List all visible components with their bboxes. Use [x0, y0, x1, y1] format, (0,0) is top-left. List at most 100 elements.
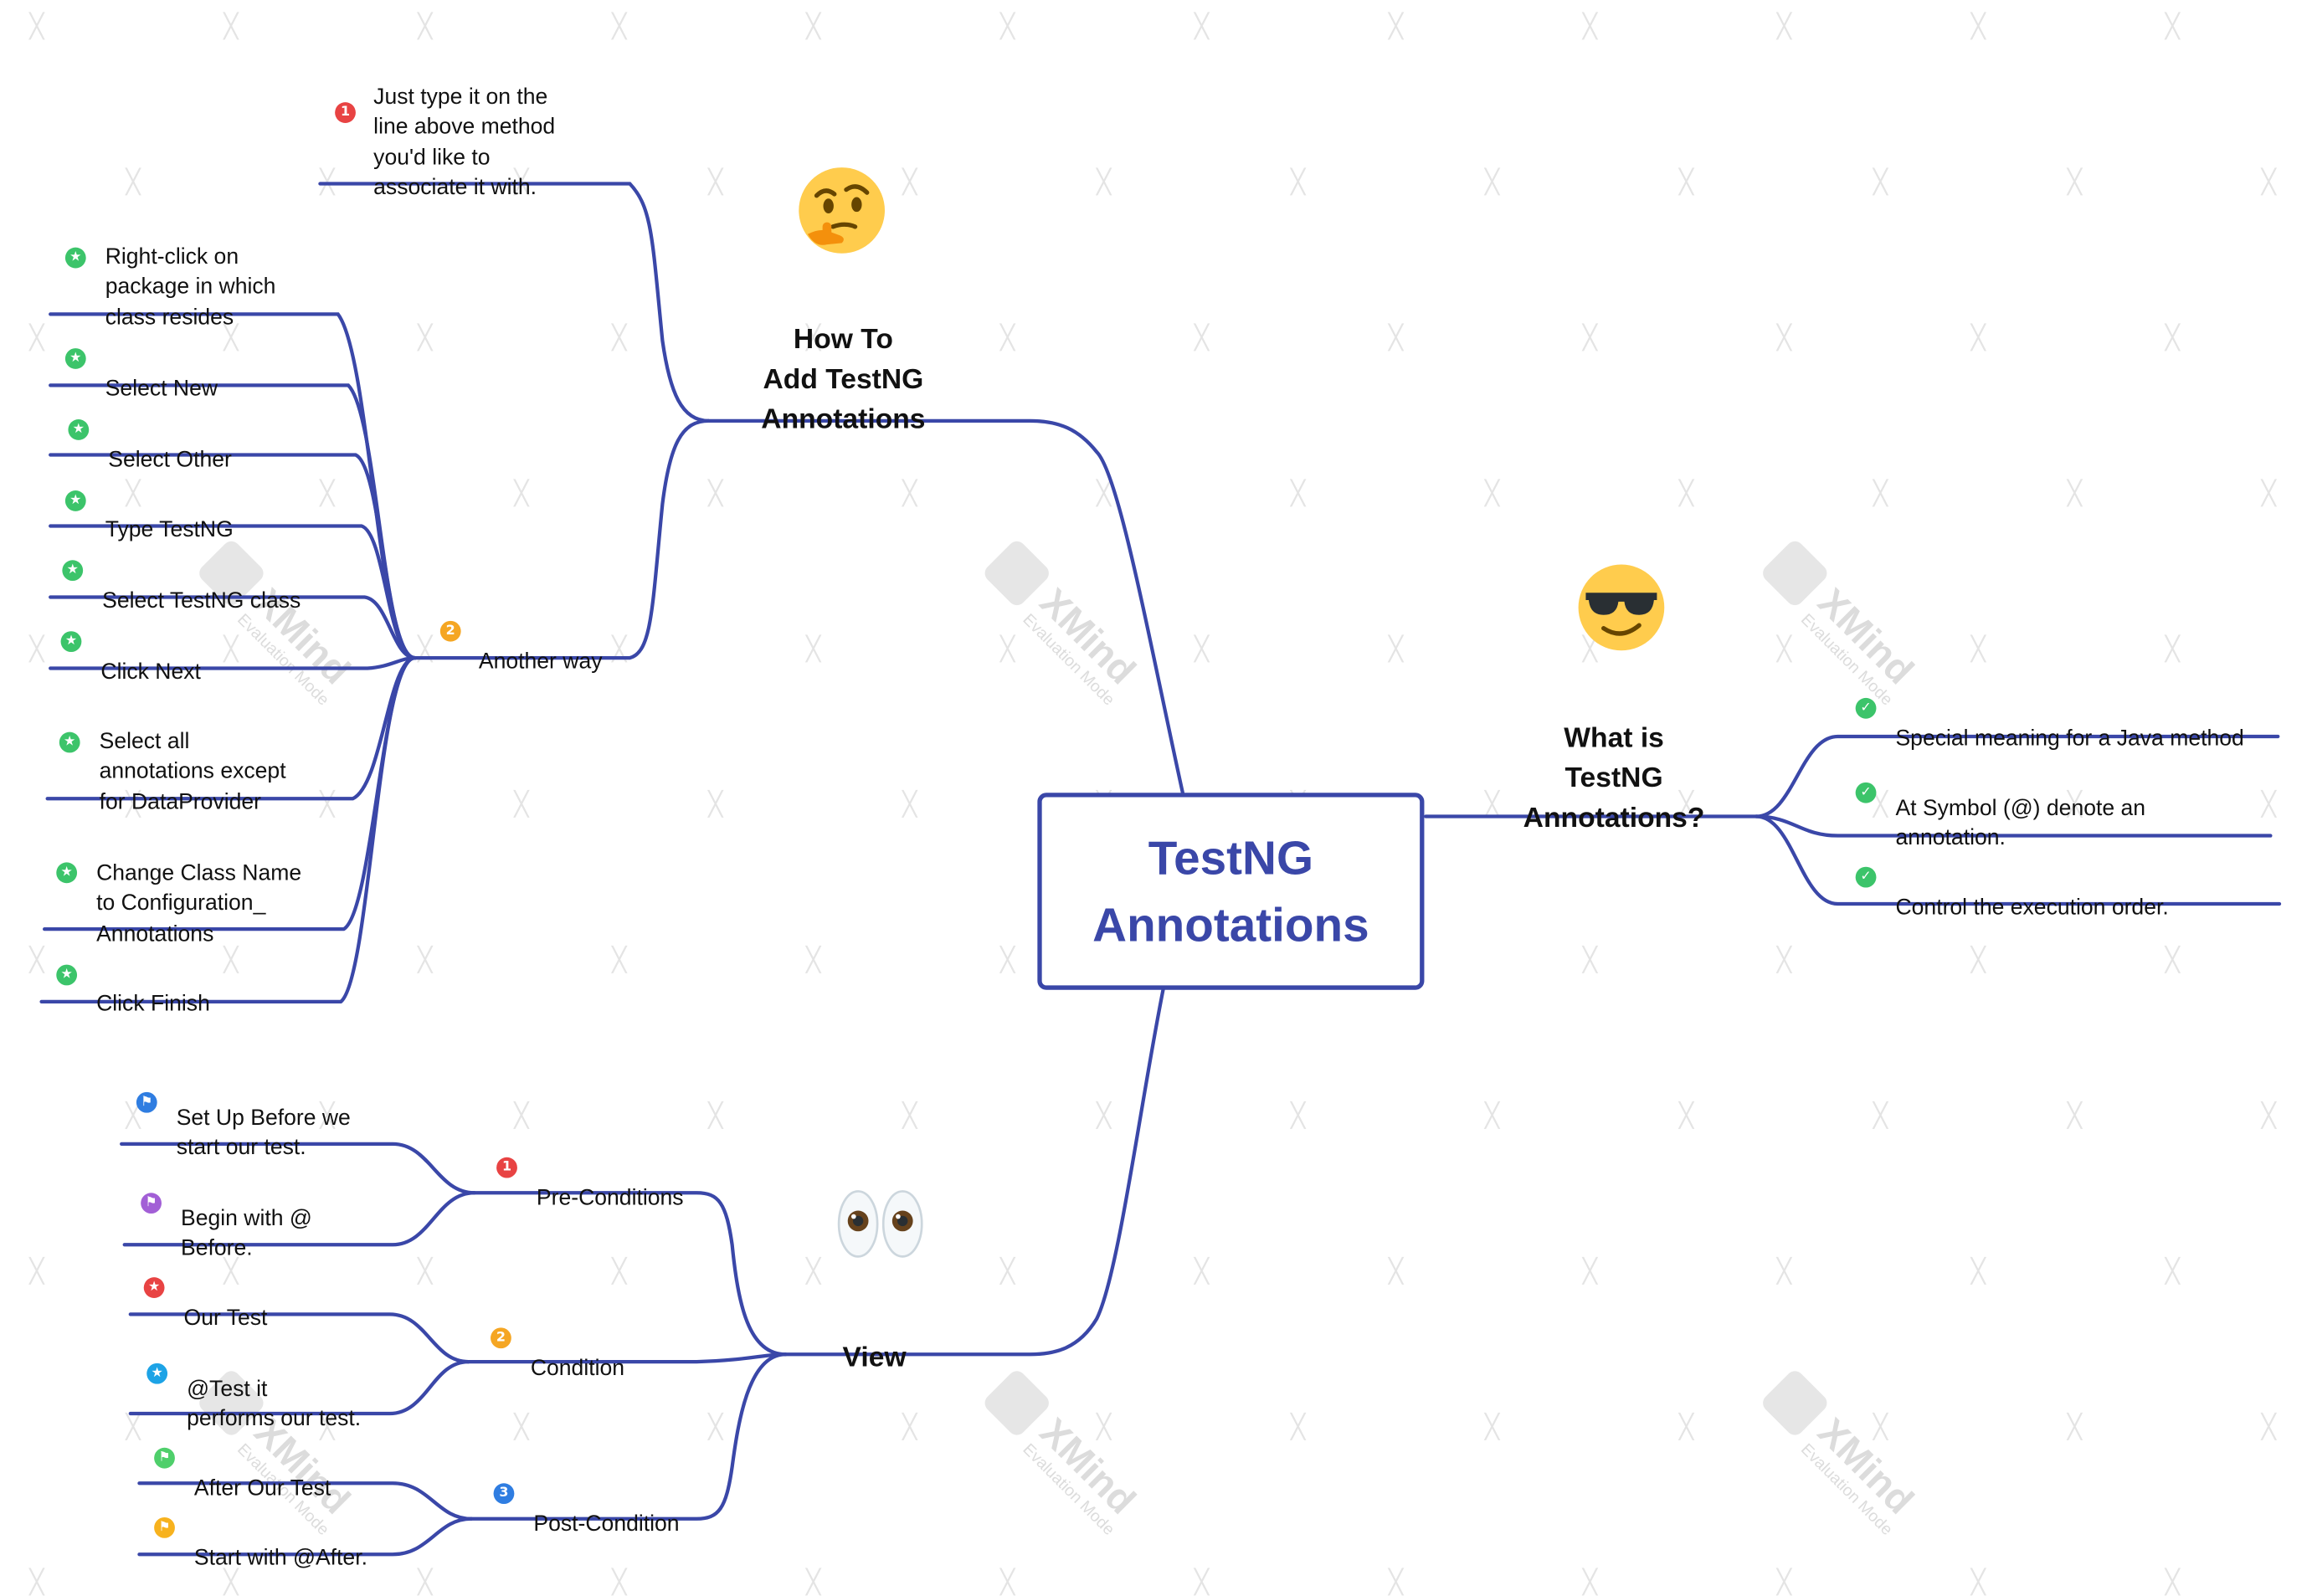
watermark-cross: ╳: [1097, 478, 1112, 507]
fact-special-meaning[interactable]: Special meaning for a Java method: [1895, 694, 2243, 755]
watermark-cross: ╳: [708, 478, 723, 507]
watermark-cross: ╳: [902, 478, 917, 507]
step-select-new[interactable]: Select New: [105, 344, 218, 405]
watermark-cross: ╳: [126, 167, 141, 196]
watermark-cross: ╳: [1873, 1412, 1888, 1440]
watermark-cross: ╳: [708, 1412, 723, 1440]
step-change-class-name[interactable]: Change Class Name to Configuration_ Anno…: [96, 829, 301, 950]
item-label: Start with @After.: [193, 1544, 367, 1570]
watermark-cross: ╳: [1970, 634, 1986, 663]
step-right-click-package[interactable]: Right-click on package in which class re…: [105, 212, 276, 333]
step-label: Select TestNG class: [102, 588, 301, 613]
watermark-cross: ╳: [902, 167, 917, 196]
watermark-cross: ╳: [806, 945, 821, 974]
watermark-cross: ╳: [612, 322, 627, 352]
topic-what-is-label: What is TestNG Annotations?: [1523, 723, 1705, 834]
watermark-cross: ╳: [1097, 1101, 1112, 1130]
watermark-cross: ╳: [1291, 478, 1306, 507]
check-icon: ✓: [1855, 697, 1877, 719]
group-label: Condition: [530, 1355, 625, 1381]
priority-3-icon: 3: [493, 1483, 515, 1505]
watermark-cross: ╳: [1195, 322, 1210, 352]
connector-pre-2: [122, 1191, 476, 1247]
watermark-cross: ╳: [1582, 1568, 1597, 1596]
watermark-cross: ╳: [223, 12, 239, 40]
connector-central-howto: [706, 418, 1184, 795]
watermark-cross: ╳: [223, 945, 239, 974]
watermark-cross: ╳: [1678, 478, 1694, 507]
item-set-up-before[interactable]: Set Up Before we start our test.: [177, 1073, 351, 1164]
topic-what-is[interactable]: What is TestNG Annotations?: [1497, 679, 1731, 839]
item-label: @Test it performs our test.: [187, 1375, 362, 1432]
watermark-cross: ╳: [1582, 1256, 1597, 1286]
watermark-cross: ╳: [1388, 322, 1404, 352]
watermark-cross: ╳: [1195, 1256, 1210, 1286]
watermark-cross: ╳: [126, 1101, 141, 1130]
watermark-cross: ╳: [1582, 322, 1597, 352]
step-label: Type TestNG: [105, 516, 234, 542]
fact-execution-order[interactable]: Control the execution order.: [1895, 862, 2168, 923]
group-post-condition[interactable]: Post-Condition: [533, 1479, 679, 1540]
step-click-finish[interactable]: Click Finish: [96, 959, 210, 1020]
watermark-cross: ╳: [1195, 12, 1210, 40]
watermark-cross: ╳: [1776, 322, 1791, 352]
watermark-cross: ╳: [902, 1101, 917, 1130]
item-start-with-after[interactable]: Start with @After.: [194, 1513, 367, 1574]
watermark-cross: ╳: [806, 12, 821, 40]
watermark-cross: ╳: [418, 322, 433, 352]
watermark-cross: ╳: [1873, 478, 1888, 507]
watermark-cross: ╳: [2261, 167, 2276, 196]
star-icon: ★: [64, 490, 86, 511]
item-after-our-test[interactable]: After Our Test: [194, 1443, 331, 1504]
central-topic[interactable]: TestNG Annotations: [1037, 793, 1425, 990]
group-condition[interactable]: Condition: [531, 1323, 624, 1384]
item-label: After Our Test: [193, 1475, 331, 1501]
fact-at-symbol[interactable]: At Symbol (@) denote an annotation.: [1895, 763, 2145, 854]
step-label: Change Class Name to Configuration_ Anno…: [96, 860, 302, 947]
connector-whatis-2: [1754, 814, 2273, 838]
watermark-cross: ╳: [2067, 167, 2082, 196]
watermark-cross: ╳: [806, 1256, 821, 1286]
watermark-cross: ╳: [1776, 12, 1791, 40]
watermark-cross: ╳: [1582, 12, 1597, 40]
watermark-cross: ╳: [29, 1256, 44, 1286]
step-label: Select New: [105, 375, 218, 401]
step-select-other[interactable]: Select Other: [108, 415, 232, 476]
connector-cond-2: [128, 1359, 470, 1416]
group-pre-conditions[interactable]: Pre-Conditions: [537, 1152, 684, 1214]
step-label: Right-click on package in which class re…: [105, 244, 276, 330]
watermark-cross: ╳: [1000, 322, 1015, 352]
watermark-cross: ╳: [1000, 634, 1015, 663]
watermark-cross: ╳: [1776, 1568, 1791, 1596]
watermark-cross: ╳: [1388, 1568, 1404, 1596]
tip-type-above-method[interactable]: Just type it on the line above method yo…: [373, 52, 555, 203]
step-type-testng[interactable]: Type TestNG: [105, 485, 234, 546]
item-begin-with-before[interactable]: Begin with @ Before.: [181, 1173, 312, 1265]
topic-how-to-add[interactable]: How To Add TestNG Annotations: [727, 280, 961, 440]
watermark-cross: ╳: [2165, 12, 2180, 40]
watermark-cross: ╳: [1678, 1101, 1694, 1130]
item-test-performs[interactable]: @Test it performs our test.: [187, 1344, 361, 1435]
watermark-cross: ╳: [806, 322, 821, 352]
watermark-cross: ╳: [1000, 945, 1015, 974]
watermark-cross: ╳: [418, 1568, 433, 1596]
watermark-cross: ╳: [223, 322, 239, 352]
watermark-cross: ╳: [1970, 322, 1986, 352]
watermark-cross: ╳: [1678, 789, 1694, 819]
watermark-cross: ╳: [514, 167, 529, 196]
connector-step-9: [39, 655, 417, 1003]
watermark-cross: ╳: [1291, 167, 1306, 196]
step-select-testng-class[interactable]: Select TestNG class: [102, 556, 301, 617]
topic-view[interactable]: View: [800, 1298, 948, 1378]
star-icon: ★: [143, 1277, 165, 1298]
watermark-cross: ╳: [2067, 1412, 2082, 1440]
connector-cond-1: [128, 1312, 470, 1364]
step-select-all-annotations[interactable]: Select all annotations except for DataPr…: [100, 696, 286, 818]
item-our-test[interactable]: Our Test: [184, 1273, 268, 1334]
watermark-cross: ╳: [223, 634, 239, 663]
topic-another-way[interactable]: Another way: [479, 617, 603, 678]
watermark-cross: ╳: [1097, 167, 1112, 196]
step-click-next[interactable]: Click Next: [100, 627, 201, 688]
